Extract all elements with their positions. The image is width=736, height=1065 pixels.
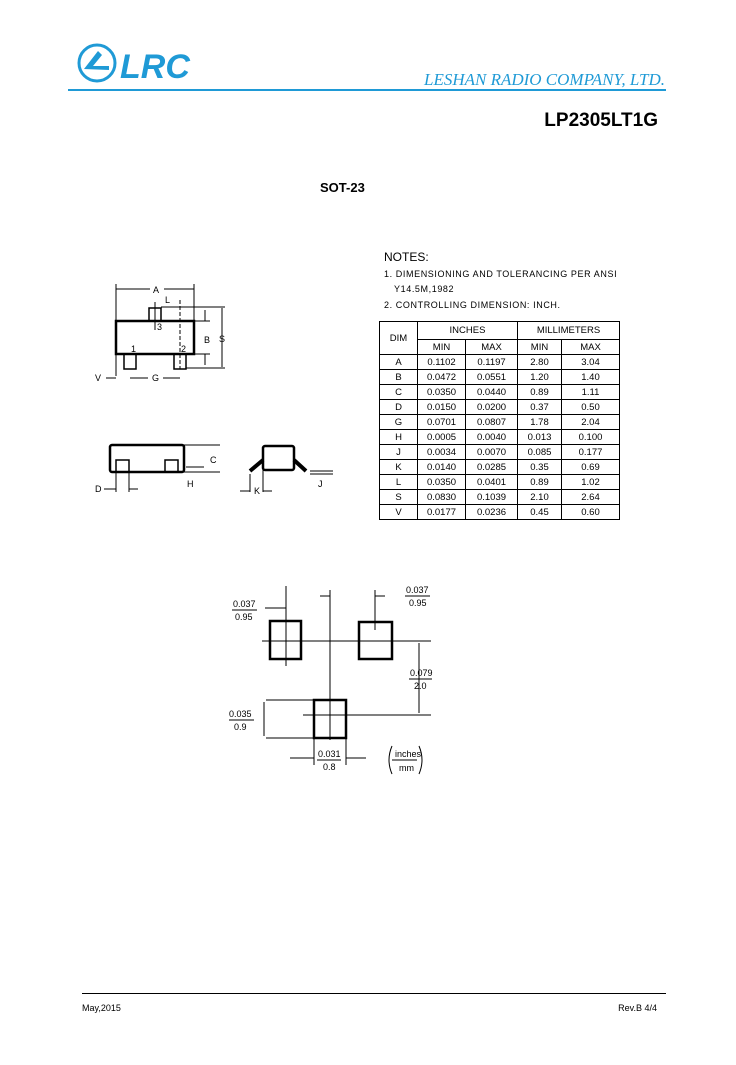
pin-1-label: 1 [131,344,136,354]
fp-right-width-mm: 0.95 [409,598,427,608]
label-G: G [152,373,159,383]
package-title: SOT-23 [320,180,365,195]
header-rule [68,89,666,91]
value-cell: 0.60 [561,504,620,520]
solder-footprint [229,586,432,775]
note-1-cont: Y14.5M,1982 [394,284,455,294]
fp-left-width-in: 0.037 [233,599,256,609]
label-D: D [95,484,102,494]
label-J: J [318,479,323,489]
note-1: 1. DIMENSIONING AND TOLERANCING PER ANSI [384,269,618,279]
dim-cell: V [379,504,418,520]
fp-height-in: 0.035 [229,709,252,719]
notes-title: NOTES: [384,250,429,264]
pin-2-label: 2 [181,344,186,354]
fp-left-width-mm: 0.95 [235,612,253,622]
label-S: S [219,334,225,344]
side-view [104,443,220,492]
footer-rule [82,993,666,994]
label-C: C [210,455,217,465]
dimension-table: DIM INCHES MILLIMETERS MIN MAX MIN MAX A… [379,321,620,520]
company-name: LESHAN RADIO COMPANY, LTD. [423,70,665,89]
fp-bottom-width-mm: 0.8 [323,762,336,772]
pin-3-label: 3 [157,322,162,332]
footer-revision: Rev.B 4/4 [618,1003,657,1013]
note-2: 2. CONTROLLING DIMENSION: INCH. [384,300,561,310]
fp-pitch-in: 0.079 [410,668,433,678]
fp-units-inches: inches [395,749,422,759]
label-V: V [95,373,101,383]
value-cell: 0.0177 [417,504,466,520]
fp-right-width-in: 0.037 [406,585,429,595]
label-B: B [204,335,210,345]
label-K: K [254,486,260,496]
top-view [106,284,225,379]
label-H: H [187,479,194,489]
part-number: LP2305LT1G [544,110,658,131]
fp-height-mm: 0.9 [234,722,247,732]
fp-units-mm: mm [399,763,414,773]
label-L: L [165,295,170,305]
header-mm: MILLIMETERS [517,321,620,340]
footer-date: May,2015 [82,1003,121,1013]
package-drawings: A L B S V G 1 2 3 C H D K J [95,284,433,775]
fp-bottom-width-in: 0.031 [318,749,341,759]
fp-pitch-mm: 2.0 [414,681,427,691]
end-view [240,444,333,492]
label-A: A [153,285,159,295]
lrc-logo: LRC [77,43,190,84]
logo-text: LRC [120,48,190,84]
